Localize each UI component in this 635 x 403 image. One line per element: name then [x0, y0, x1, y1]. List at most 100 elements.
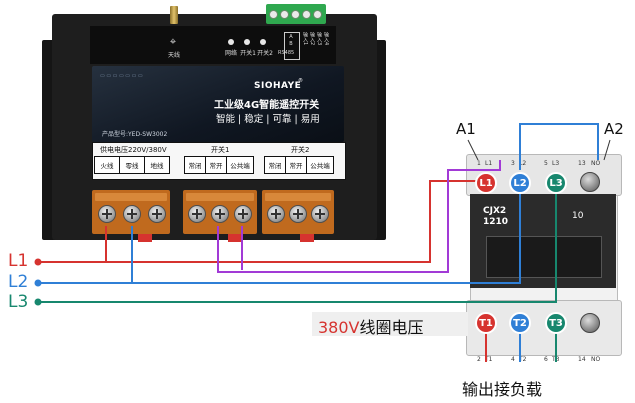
- rs485-terminal-block: [266, 4, 326, 24]
- brand-logo: SIOHAYE: [254, 81, 302, 91]
- bottom-terminal-num-6: 6: [544, 356, 548, 363]
- antenna-label: 天线: [167, 52, 180, 59]
- product-subtitle: 工业级4G智能遥控开关: [214, 100, 320, 111]
- coil-terminal-a2-label: A2: [604, 120, 624, 138]
- product-slogan: 智能 | 稳定 | 可靠 | 易用: [216, 114, 320, 125]
- input-label-1: 输入1: [302, 32, 308, 46]
- terminal-release-tab: [300, 234, 314, 242]
- bottom-terminal-num-2: 2: [477, 356, 481, 363]
- network-led: [228, 39, 234, 45]
- status-icons: ▭ ▭ ▭ ▭ ▭ ▭ ▭: [100, 73, 143, 79]
- line-label-l2: L2: [8, 272, 29, 292]
- bottom-terminal-num-14: 14: [578, 356, 586, 363]
- cell-power-live: 火线: [94, 156, 120, 174]
- terminal-screw-ground[interactable]: [148, 205, 166, 223]
- led-label-switch2: 开关2: [257, 50, 273, 57]
- l3-node: [34, 298, 42, 306]
- rs485-a-label: A: [289, 34, 293, 40]
- contactor-model-line1: CJX2: [483, 206, 507, 216]
- led-label-network: 网络: [224, 50, 237, 57]
- contactor-rating: 10: [572, 211, 584, 221]
- terminal-screw: [302, 10, 311, 19]
- top-terminal-num-1: 1: [477, 160, 481, 167]
- bottom-terminal-code-2: T1: [485, 356, 493, 363]
- wire-switch1-to-a1: [217, 160, 501, 273]
- terminal-screw: [280, 10, 289, 19]
- coil-voltage-text: 线圈电压: [359, 318, 424, 337]
- contactor-screw-13[interactable]: [580, 172, 600, 192]
- coil-voltage-label: 380V线圈电压: [318, 314, 424, 338]
- terminal-screw-neutral[interactable]: [123, 205, 141, 223]
- input-label-2: 输入2: [309, 32, 315, 46]
- input-label-4: 输入4: [323, 32, 329, 46]
- input-label-3: 输入3: [316, 32, 322, 46]
- terminal-screw-switch1-nc[interactable]: [188, 205, 206, 223]
- module-front-panel: [92, 66, 344, 142]
- wire-l3-to-contactor: [38, 194, 557, 303]
- bottom-terminal-code-4: T2: [519, 356, 527, 363]
- a1-pointer: [467, 139, 479, 161]
- wire-l2-to-contactor: [38, 194, 521, 284]
- coil-voltage-box: [312, 312, 468, 336]
- terminal-release-tab: [228, 234, 242, 242]
- cell-switch2-nc: 常闭: [264, 156, 286, 174]
- antenna-icon: ⌖: [169, 35, 177, 48]
- contactor-screw-14[interactable]: [580, 313, 600, 333]
- terminal-screw-switch2-com[interactable]: [311, 205, 329, 223]
- terminal-screw-switch2-nc[interactable]: [267, 205, 285, 223]
- led-label-switch1: 开关1: [240, 50, 256, 57]
- terminal-screw-switch1-com[interactable]: [234, 205, 252, 223]
- wire-l2-to-neutral: [38, 226, 133, 284]
- cell-switch1-com: 公共端: [226, 156, 254, 174]
- coil-terminal-a1-label: A1: [456, 120, 476, 138]
- wire-l1-to-contactor: [38, 180, 476, 263]
- wire-l2-to-a2: [519, 123, 599, 170]
- antenna-connector: [170, 6, 178, 24]
- output-load-label: 输出接负载: [462, 380, 543, 399]
- switch2-group-title: 开关2: [291, 146, 310, 154]
- wire-l1-to-live: [38, 226, 107, 263]
- switch2-led: [260, 39, 266, 45]
- contactor-model-line2: 1210: [483, 217, 509, 227]
- terminal-screw-switch2-no[interactable]: [289, 205, 307, 223]
- switch1-led: [244, 39, 250, 45]
- badge-output-t3: T3: [545, 312, 567, 334]
- coil-voltage-value: 380V: [318, 318, 360, 337]
- badge-output-t2: T2: [509, 312, 531, 334]
- badge-input-l2: L2: [509, 172, 531, 194]
- top-terminal-num-13: 13: [578, 160, 586, 167]
- brand-registered-mark: ®: [298, 78, 303, 84]
- top-terminal-code-1: L1: [485, 160, 493, 167]
- l1-node: [34, 258, 42, 266]
- top-terminal-code-3: L2: [519, 160, 527, 167]
- power-group-title: 供电电压220V/380V: [100, 146, 167, 154]
- switch1-group-title: 开关1: [211, 146, 230, 154]
- rs485-b-label: B: [289, 41, 293, 47]
- badge-input-l3: L3: [545, 172, 567, 194]
- badge-output-t1: T1: [475, 312, 497, 334]
- l2-node: [34, 279, 42, 287]
- top-terminal-num-3: 3: [511, 160, 515, 167]
- terminal-screw: [313, 10, 322, 19]
- bottom-terminal-code-14: NO: [591, 356, 601, 363]
- top-terminal-code-13: NO: [591, 160, 601, 167]
- top-terminal-code-5: L3: [552, 160, 560, 167]
- line-label-l1: L1: [8, 251, 29, 271]
- badge-input-l1: L1: [475, 172, 497, 194]
- rs485-label: RS485: [278, 50, 295, 56]
- terminal-screw-switch1-no[interactable]: [211, 205, 229, 223]
- top-terminal-num-5: 5: [544, 160, 548, 167]
- terminal-screw: [269, 10, 278, 19]
- terminal-screw: [291, 10, 300, 19]
- bottom-terminal-num-4: 4: [511, 356, 515, 363]
- cell-switch2-com: 公共端: [306, 156, 334, 174]
- terminal-screw-live[interactable]: [98, 205, 116, 223]
- a2-pointer: [603, 139, 611, 161]
- terminal-release-tab: [138, 234, 152, 242]
- product-model: 产品型号:YED-SW3002: [102, 131, 168, 138]
- rs485-label-box: [284, 32, 300, 60]
- line-label-l3: L3: [8, 292, 29, 312]
- contactor-window: [486, 236, 602, 278]
